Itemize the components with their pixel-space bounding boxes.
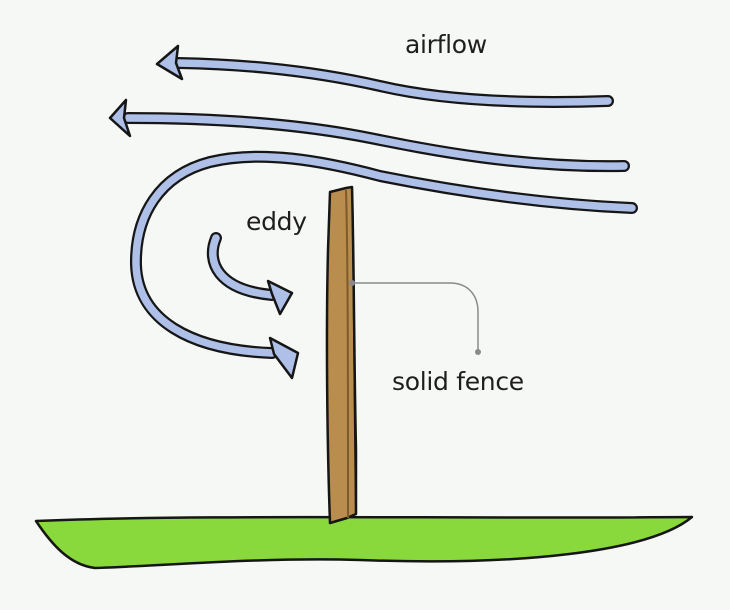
- eddy-arrow: [206, 232, 294, 316]
- airflow-label: airflow: [405, 30, 487, 59]
- eddy-label: eddy: [246, 207, 307, 236]
- solid-fence: [325, 185, 358, 525]
- ground: [34, 515, 694, 570]
- airflow-arrow-top: [155, 44, 614, 108]
- fence-label-leader: [349, 280, 481, 355]
- airflow-arrow-eddy-curl: [129, 150, 638, 380]
- airflow-arrow-middle: [108, 98, 630, 173]
- solid-fence-label: solid fence: [392, 367, 524, 396]
